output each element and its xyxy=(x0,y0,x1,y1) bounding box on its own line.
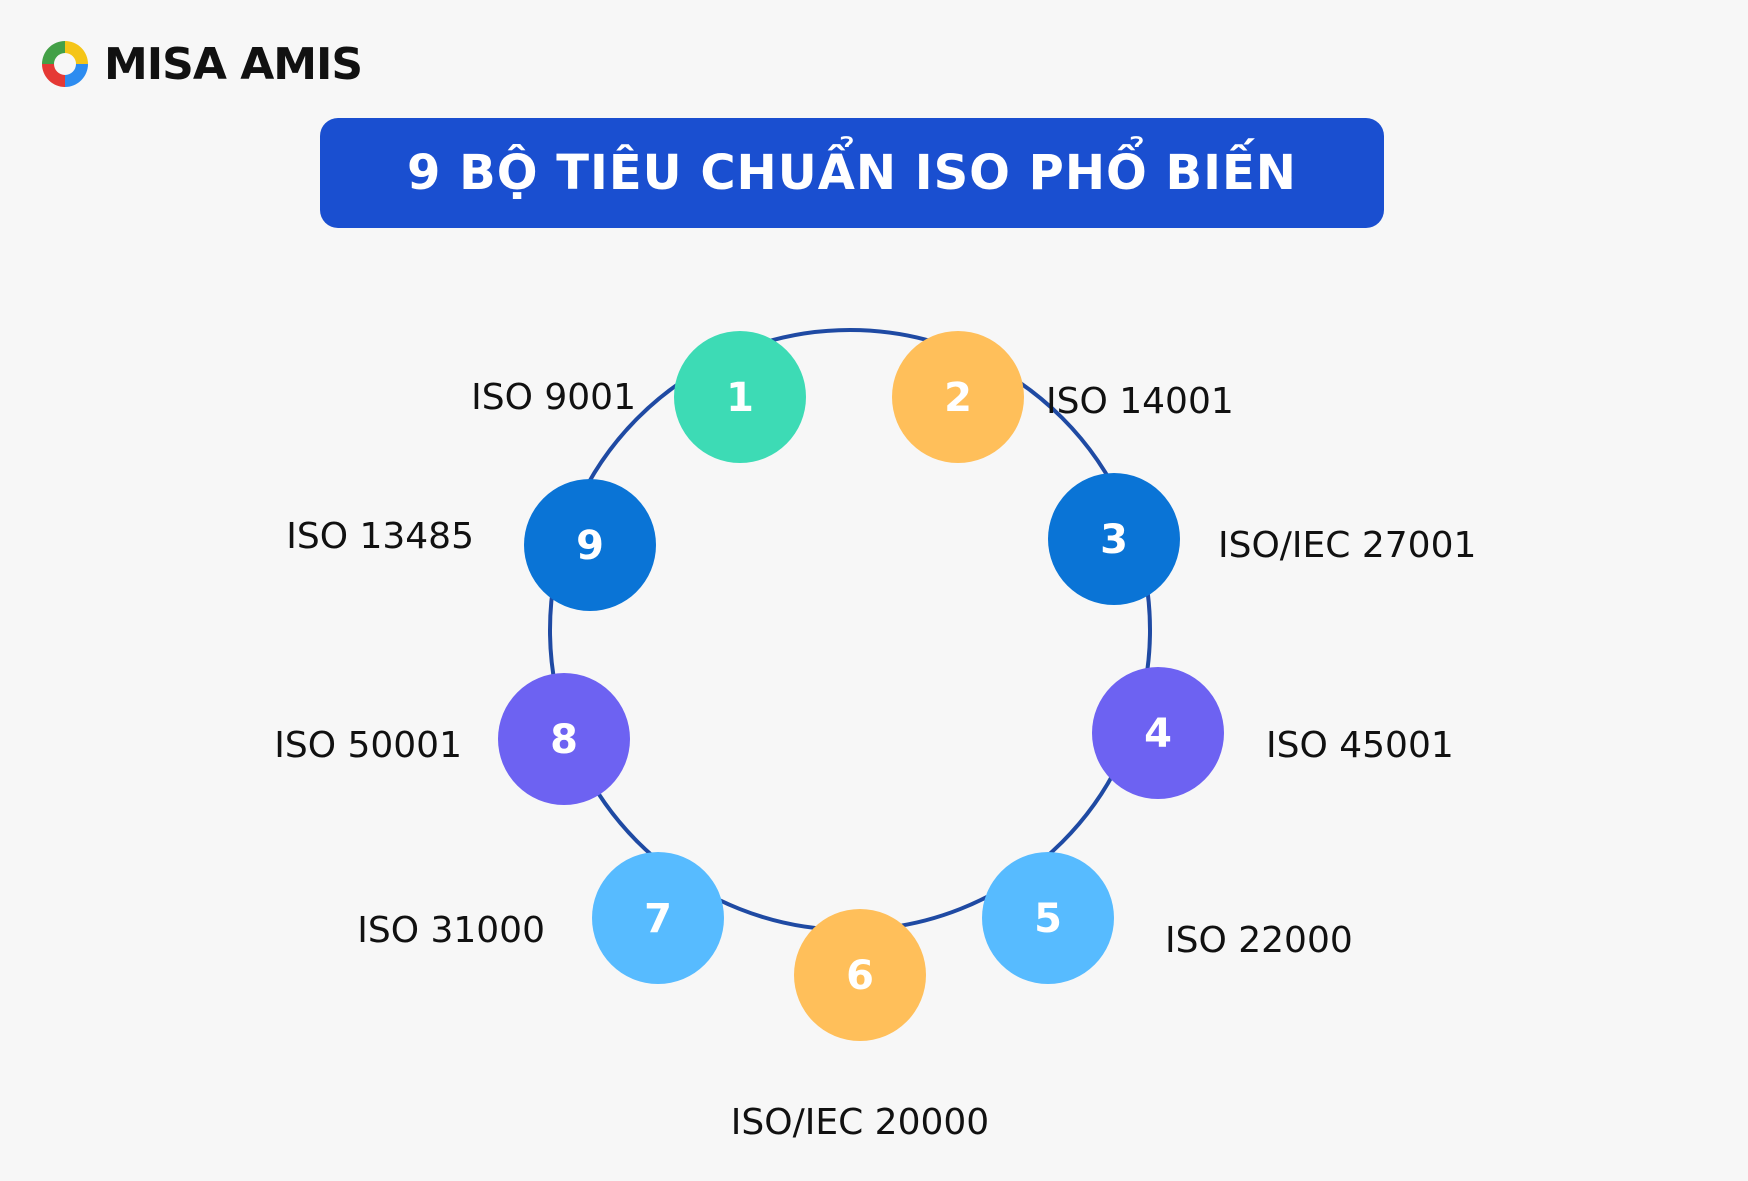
node-5: 5 xyxy=(982,852,1114,984)
node-label-4: ISO 45001 xyxy=(1266,725,1454,766)
node-number-7: 7 xyxy=(644,896,672,942)
node-label-3: ISO/IEC 27001 xyxy=(1218,525,1476,566)
node-circle-5 xyxy=(982,852,1114,984)
node-6: 6 xyxy=(794,909,926,1041)
brand-name: MISA AMIS xyxy=(104,38,363,90)
node-number-5: 5 xyxy=(1034,896,1062,942)
node-label-7: ISO 31000 xyxy=(357,910,545,951)
node-label-6: ISO/IEC 20000 xyxy=(731,1102,989,1143)
node-number-9: 9 xyxy=(576,523,604,569)
node-number-4: 4 xyxy=(1144,711,1172,757)
node-number-3: 3 xyxy=(1100,517,1128,563)
page-title: 9 BỘ TIÊU CHUẨN ISO PHỔ BIẾN xyxy=(407,145,1297,201)
node-number-1: 1 xyxy=(726,375,754,421)
node-8: 8 xyxy=(498,673,630,805)
node-4: 4 xyxy=(1092,667,1224,799)
nodes-layer: 1 2 3 4 5 6 7 8 9 xyxy=(498,331,1224,1041)
node-circle-9 xyxy=(524,479,656,611)
node-circle-6 xyxy=(794,909,926,1041)
node-circle-1 xyxy=(674,331,806,463)
node-label-5: ISO 22000 xyxy=(1165,920,1353,961)
node-circle-8 xyxy=(498,673,630,805)
misa-amis-logo-icon xyxy=(42,41,88,87)
node-number-6: 6 xyxy=(846,953,874,999)
node-9: 9 xyxy=(524,479,656,611)
node-7: 7 xyxy=(592,852,724,984)
node-circle-2 xyxy=(892,331,1024,463)
node-2: 2 xyxy=(892,331,1024,463)
node-label-1: ISO 9001 xyxy=(471,377,636,418)
brand-logo: MISA AMIS xyxy=(38,36,363,92)
node-label-8: ISO 50001 xyxy=(274,725,462,766)
node-1: 1 xyxy=(674,331,806,463)
node-number-2: 2 xyxy=(944,375,972,421)
title-banner: 9 BỘ TIÊU CHUẨN ISO PHỔ BIẾN xyxy=(320,118,1384,228)
node-label-2: ISO 14001 xyxy=(1046,381,1234,422)
node-3: 3 xyxy=(1048,473,1180,605)
node-circle-4 xyxy=(1092,667,1224,799)
node-circle-7 xyxy=(592,852,724,984)
node-number-8: 8 xyxy=(550,717,578,763)
node-circle-3 xyxy=(1048,473,1180,605)
node-label-9: ISO 13485 xyxy=(286,516,474,557)
